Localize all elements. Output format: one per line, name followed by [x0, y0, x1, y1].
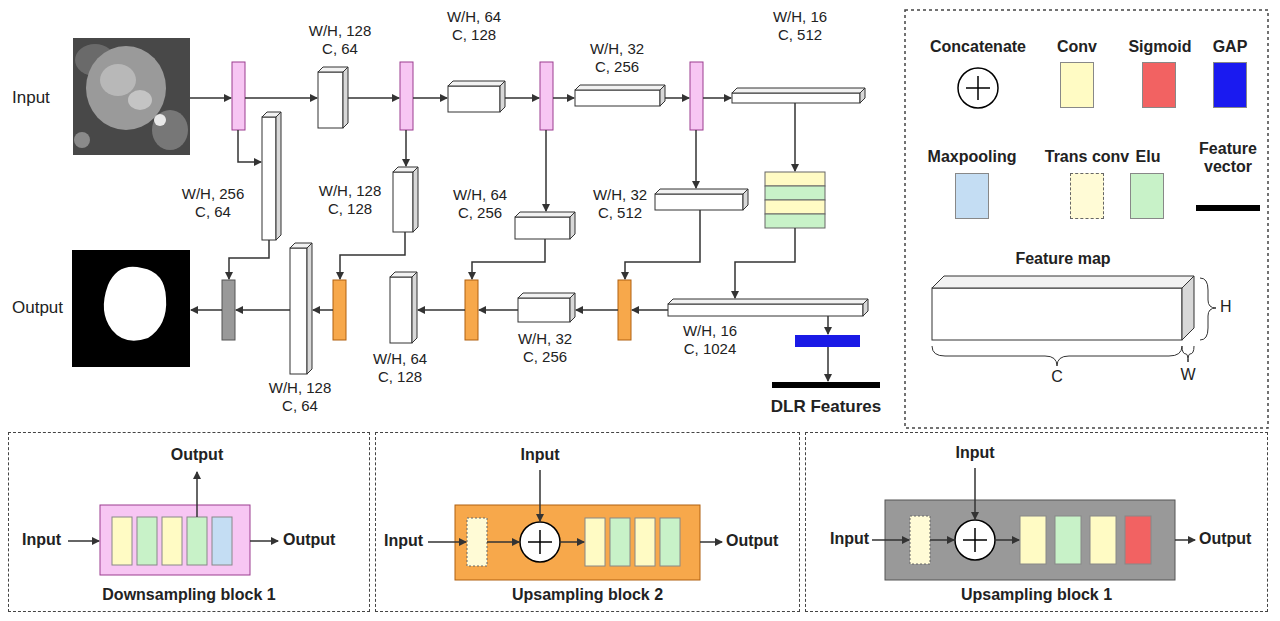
dimension-label: W/H, 16	[683, 322, 737, 339]
axis-label: C	[1051, 368, 1063, 386]
block-panel: Upsampling block 2	[375, 432, 800, 612]
mask-image	[72, 250, 190, 367]
io-label: Output	[726, 532, 778, 550]
legend-swatch	[1142, 62, 1176, 108]
legend-swatch	[1213, 62, 1247, 108]
dimension-label: W/H, 32	[518, 330, 572, 347]
upsampling-block-1-detail	[872, 468, 1195, 580]
flow-arrows	[190, 98, 828, 381]
io-label: Output	[1199, 530, 1251, 548]
upsampling-block-2-detail	[428, 470, 722, 580]
dimension-label: W/H, 64	[453, 186, 507, 203]
dimension-label: C, 128	[452, 26, 496, 43]
legend-swatch	[955, 173, 989, 219]
concat-symbol	[958, 68, 998, 108]
legend-label: Elu	[1136, 148, 1161, 166]
dimension-label: C, 64	[282, 397, 318, 414]
legend-swatch	[1060, 62, 1094, 108]
dimension-label: C, 64	[195, 203, 231, 220]
dimension-label: W/H, 32	[590, 40, 644, 57]
io-label: Input	[22, 531, 61, 549]
dimension-label: C, 256	[523, 348, 567, 365]
block-title: Downsampling block 1	[9, 586, 369, 604]
dimension-label: W/H, 256	[182, 185, 245, 202]
legend-label: GAP	[1213, 38, 1248, 56]
legend-swatch	[1196, 205, 1260, 211]
axis-label: W	[1180, 366, 1195, 384]
io-label: Output	[12, 298, 63, 318]
io-label: Input	[830, 530, 869, 548]
feature-vector-bar	[772, 382, 880, 388]
legend-panel	[905, 10, 1268, 428]
ct-image	[73, 38, 190, 155]
bottleneck-block	[765, 172, 825, 228]
dimension-label: W/H, 128	[309, 22, 372, 39]
legend-label: Trans conv	[1045, 148, 1129, 166]
block-title: Upsampling block 2	[376, 586, 799, 604]
dimension-label: W/H, 128	[269, 379, 332, 396]
dimension-label: C, 128	[378, 368, 422, 385]
dimension-label: W/H, 32	[593, 186, 647, 203]
legend-heading: Feature map	[1015, 250, 1110, 268]
legend-label: Sigmoid	[1128, 38, 1191, 56]
dimension-label: C, 512	[778, 26, 822, 43]
dimension-label: W/H, 16	[773, 8, 827, 25]
legend-label: Concatenate	[930, 38, 1026, 56]
dimension-label: C, 64	[322, 40, 358, 57]
feature-map-sample	[932, 276, 1216, 366]
axis-label: H	[1220, 298, 1232, 316]
dimension-label: C, 256	[458, 204, 502, 221]
dimension-label: W/H, 64	[447, 8, 501, 25]
output-label: DLR Features	[771, 397, 882, 417]
block-title: Upsampling block 1	[806, 586, 1267, 604]
legend-label: Feature vector	[1192, 140, 1264, 177]
io-label: Output	[283, 531, 335, 549]
downsampling-block-detail	[68, 472, 278, 575]
dimension-label: C, 1024	[684, 340, 737, 357]
gap-bar	[795, 335, 860, 347]
legend-swatch	[1070, 173, 1104, 219]
dimension-label: C, 256	[595, 58, 639, 75]
legend-label: Conv	[1057, 38, 1097, 56]
dimension-label: C, 128	[328, 200, 372, 217]
legend-swatch	[1130, 173, 1164, 219]
io-label: Output	[171, 446, 223, 464]
legend-label: Maxpooling	[928, 148, 1017, 166]
io-label: Input	[12, 88, 50, 108]
dimension-label: W/H, 128	[319, 182, 382, 199]
feature-maps	[262, 67, 868, 374]
dimension-label: C, 512	[598, 204, 642, 221]
io-label: Input	[955, 444, 994, 462]
io-label: Input	[520, 446, 559, 464]
block-panel: Upsampling block 1	[805, 432, 1268, 612]
io-label: Input	[384, 532, 423, 550]
dimension-label: W/H, 64	[373, 350, 427, 367]
